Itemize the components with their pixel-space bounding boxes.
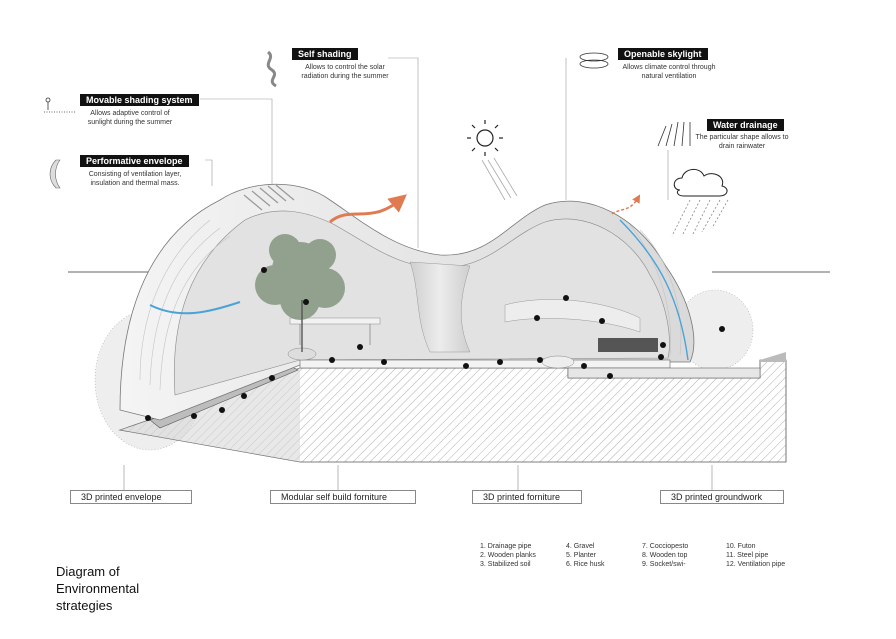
water-drainage-desc: The particular shape allows to drain rai… (695, 134, 789, 150)
movable-shading-desc: Allows adaptive control of sunlight duri… (87, 110, 173, 126)
movable-shading-tag: Movable shading system (80, 94, 199, 106)
envelope-icon (49, 159, 61, 189)
water-drainage-tag: Water drainage (707, 119, 784, 131)
futon (598, 338, 658, 352)
skylight-icon (579, 52, 609, 69)
air-flow-arrow-right (611, 194, 641, 215)
component-3d-printed-groundwork: 3D printed groundwork (660, 490, 784, 504)
openable-skylight-desc: Allows climate control through natural v… (622, 64, 716, 80)
self-shading-tag: Self shading (292, 48, 358, 60)
floor-slab (299, 359, 671, 369)
water-flow-line (149, 301, 241, 315)
groundwork-slab (567, 367, 761, 379)
drainage-arrows-icon (657, 121, 691, 147)
ground-top-right (760, 352, 786, 362)
central-wall (409, 261, 471, 353)
component-3d-printed-furniture: 3D printed forniture (472, 490, 582, 504)
shading-blind-icon (44, 97, 76, 113)
self-shading-desc: Allows to control the solar radiation du… (301, 64, 389, 80)
cloud-rain-icon (671, 169, 729, 237)
performative-envelope-tag: Performative envelope (80, 155, 189, 167)
component-3d-printed-envelope: 3D printed envelope (70, 490, 192, 504)
component-modular-furniture: Modular self build forniture (270, 490, 416, 504)
performative-envelope-desc: Consisting of ventilation layer, insulat… (88, 171, 182, 187)
tree-icon (255, 234, 345, 320)
air-flow-arrow-left (329, 194, 407, 224)
water-drain-line (619, 219, 689, 361)
openable-skylight-tag: Openable skylight (618, 48, 708, 60)
leader-movable-shading (200, 98, 273, 200)
skylight-opening (541, 355, 575, 369)
leader-performative (205, 159, 213, 186)
gravel-bed-right (676, 289, 754, 371)
diagram-title: Diagram of Environmental strategies (56, 564, 140, 613)
wooden-table (289, 317, 381, 325)
sun-icon (467, 120, 503, 156)
ground-wedge-left (120, 368, 300, 462)
wave-shade-icon (266, 50, 277, 88)
leader-self-shading (388, 57, 419, 248)
